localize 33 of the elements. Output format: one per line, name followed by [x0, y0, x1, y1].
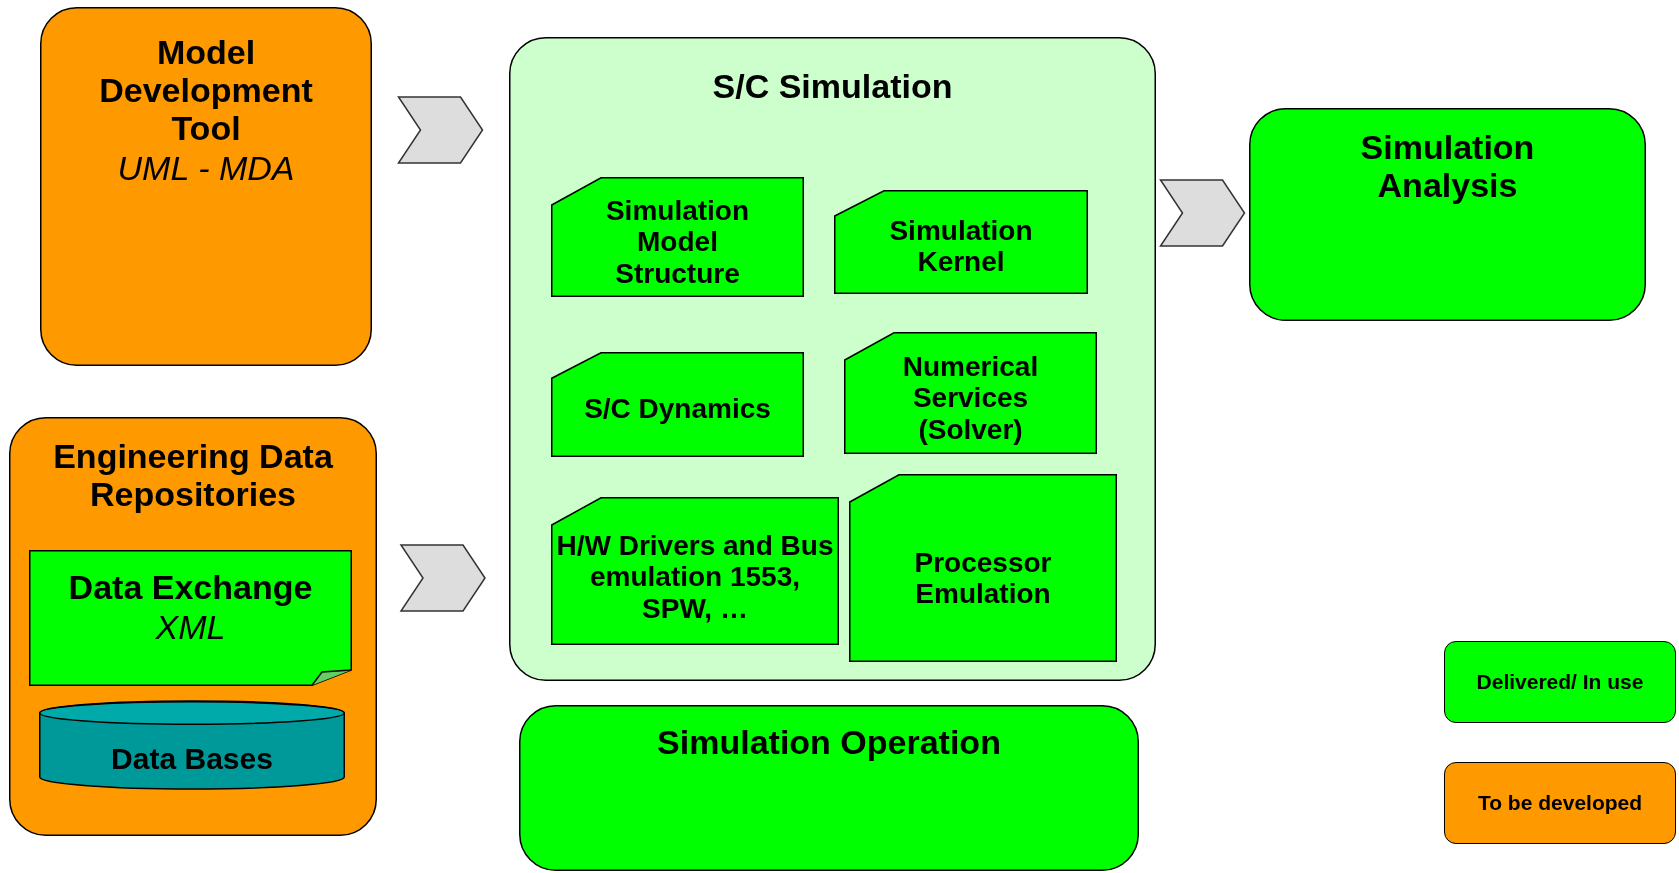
node-title: Simulation Operation — [656, 723, 1002, 762]
node-title: Engineering Data Repositories — [52, 437, 334, 514]
node-title: Data Exchange — [67, 568, 314, 607]
rounded-box — [40, 7, 372, 366]
node-subtitle: UML - MDA — [116, 149, 296, 189]
node-subtitle: XML — [154, 608, 227, 648]
cut-corner-box — [844, 332, 1097, 454]
chevron-arrow — [1159, 179, 1246, 247]
node-title: Simulation Model Structure — [604, 194, 751, 290]
cut-corner-box — [834, 190, 1088, 294]
rounded-box — [519, 705, 1139, 871]
node-title: Model Development Tool — [98, 33, 314, 148]
note-box — [29, 550, 352, 686]
rounded-box — [509, 37, 1156, 681]
node-title: Simulation Analysis — [1359, 128, 1536, 205]
chevron-arrow — [399, 544, 486, 612]
node-title: Processor Emulation — [913, 546, 1053, 610]
rounded-box — [1249, 108, 1646, 321]
legend-label: To be developed — [1477, 791, 1643, 815]
cut-corner-box — [551, 177, 804, 297]
node-title: H/W Drivers and Bus emulation 1553, SPW, … — [555, 529, 835, 625]
rounded-box — [9, 417, 377, 836]
node-title: S/C Dynamics — [583, 392, 772, 425]
database-cylinder — [39, 701, 345, 789]
chevron-arrow — [397, 96, 484, 164]
cut-corner-box — [551, 497, 839, 645]
node-title: Numerical Services (Solver) — [901, 350, 1040, 446]
node-title: S/C Simulation — [711, 67, 954, 106]
legend-label: Delivered/ In use — [1476, 670, 1644, 694]
node-title: Data Bases — [110, 742, 274, 776]
cut-corner-box — [849, 474, 1117, 662]
cut-corner-box — [551, 352, 804, 457]
node-title: Simulation Kernel — [888, 214, 1034, 278]
